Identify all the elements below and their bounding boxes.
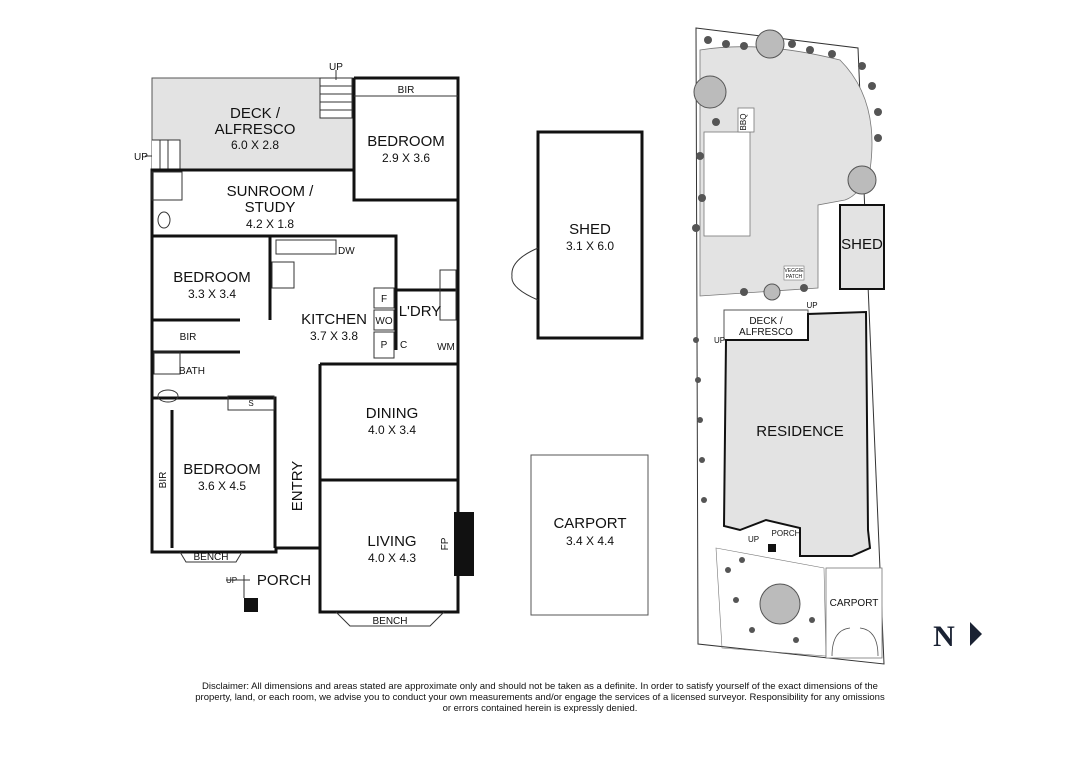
site-deck-label-1: DECK / [749,316,783,327]
site-carport [825,567,883,659]
storage-label: S [248,399,253,408]
bath-label: BATH [179,366,205,377]
carport-name: CARPORT [553,515,626,532]
bedroom-ne-name: BEDROOM [367,133,445,150]
bedroom-mid-dims: 3.3 X 3.4 [188,287,236,301]
bedroom-sw-name: BEDROOM [183,461,261,478]
toilet [157,211,171,229]
wall-oven-label: WO [375,316,392,327]
storage [227,395,275,411]
site-up-porch: UP [748,535,759,544]
bir-mid-label: BIR [180,332,197,343]
site-carport-label: CARPORT [830,598,879,609]
cooktop [271,261,295,289]
kitchen-dims: 3.7 X 3.8 [310,329,358,343]
fireplace [454,512,474,576]
pantry [373,331,395,359]
bedroom-sw-dims: 3.6 X 4.5 [198,479,246,493]
carport-dims: 3.4 X 4.4 [566,534,614,548]
bir-top-label: BIR [398,85,415,96]
disclaimer-text: Disclaimer: All dimensions and areas sta… [195,681,885,714]
site-up-deck-left: UP [714,336,725,345]
veggie-label-1: VEGGIE [784,268,804,274]
site-shed [839,204,885,290]
site-deck-label-2: ALFRESCO [739,327,793,338]
up-deck-left: UP [134,152,148,163]
sunroom-name-2: STUDY [245,199,296,216]
living-dims: 4.0 X 4.3 [368,551,416,565]
bedroom-mid-name: BEDROOM [173,269,251,286]
site-porch-label: PORCH [772,529,801,538]
site-plan [692,27,885,665]
north-label: N [933,620,955,653]
bath-shower [153,351,181,375]
up-porch: UP [226,576,237,585]
residence-label: RESIDENCE [756,423,844,440]
laundry-tubs [439,269,457,321]
bench-bay-living [335,611,445,627]
porch-label: PORCH [257,572,311,589]
site-pool [703,131,751,237]
interior-walls [152,234,458,612]
bench-bay-bedroom [179,551,243,563]
shower-sunroom [151,171,183,201]
house-plan [145,70,474,627]
wm-label: WM [437,342,455,353]
laundry-name: L'DRY [399,303,442,320]
carport: CARPORT 3.4 X 4.4 [530,454,649,616]
kitchen-bench [275,239,337,255]
bir-side-label: BIR [158,472,169,489]
site-trees [693,29,877,625]
deck-label-2: ALFRESCO [215,121,296,138]
shed-name: SHED [569,221,611,238]
porch-post [244,598,258,612]
north-arrow: N [933,620,982,653]
pantry-label: P [381,340,388,351]
bedroom-ne-dims: 2.9 X 3.6 [382,151,430,165]
site-shed-label: SHED [841,236,883,253]
deck-steps-top [319,70,353,119]
carport-gates [831,627,879,657]
bench-bedroom-label: BENCH [193,552,228,563]
deck-steps-left [145,139,181,171]
entry-label: ENTRY [289,461,306,512]
residence-footprint [722,310,872,557]
house-outer-wall [150,76,460,614]
deck-label-1: DECK / [230,105,281,122]
site-bbq [737,107,755,133]
bedroom-ne-walls [352,78,458,202]
deck-dims: 6.0 X 2.8 [231,138,279,152]
bath-basin [157,389,179,403]
fridge-label: F [381,294,387,305]
veggie-patch [783,265,805,281]
north-arrow-icon [970,622,982,646]
site-boundary [695,27,885,665]
up-deck-top: UP [329,62,343,73]
kitchen-name: KITCHEN [301,311,367,328]
house-labels: DECK / ALFRESCO 6.0 X 2.8 UP UP BIR BEDR… [134,62,455,627]
living-name: LIVING [367,533,416,550]
sunroom-name-1: SUNROOM / [227,183,315,200]
fridge [373,287,395,309]
sunroom-dims: 4.2 X 1.8 [246,217,294,231]
shed: SHED 3.1 X 6.0 [511,130,644,340]
dw-label: DW [338,246,355,257]
site-shrubs [692,36,882,643]
wall-oven [373,309,395,331]
site-labels: BBQ VEGGIE PATCH SHED DECK / ALFRESCO UP… [714,114,883,609]
dining-dims: 4.0 X 3.4 [368,423,416,437]
residence-porch-post [768,544,776,552]
bbq-label: BBQ [739,114,748,131]
dining-name: DINING [366,405,419,422]
veggie-label-2: PATCH [786,274,803,280]
shed-dims: 3.1 X 6.0 [566,239,614,253]
fp-label: FP [440,537,451,550]
cupboard-label: C [400,340,407,351]
bench-living-label: BENCH [372,616,407,627]
site-up-deck-right: UP [806,301,817,310]
